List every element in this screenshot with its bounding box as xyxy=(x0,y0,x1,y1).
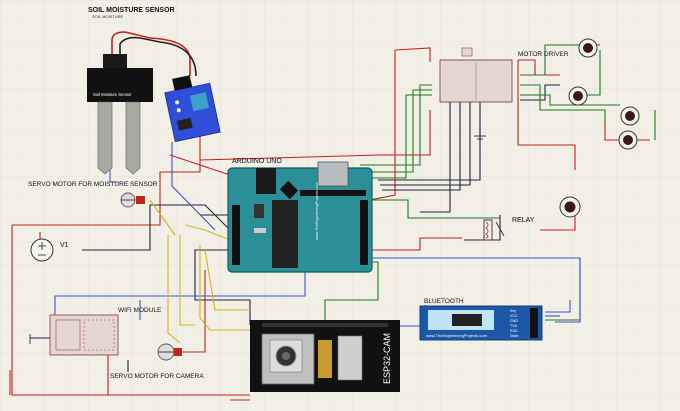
dc-motor-4 xyxy=(618,130,638,150)
wifi-module: WIFI MODULE xyxy=(49,307,162,356)
ground-symbols xyxy=(29,135,486,344)
motor-1-core xyxy=(583,43,593,53)
sensor-board-label: Soil Moisture Sensor xyxy=(93,92,132,97)
motor-driver-pin-block xyxy=(461,47,473,57)
dc-motor-5 xyxy=(559,196,581,218)
bt-pin-gnd: GND xyxy=(510,319,518,323)
v1-label: V1 xyxy=(60,242,69,249)
esp32-pin-header xyxy=(262,323,388,327)
wifi-antenna-area xyxy=(55,319,81,351)
sensor-chip xyxy=(176,117,193,131)
bt-pin-key: Key xyxy=(510,309,516,313)
arduino-regulator xyxy=(254,204,264,218)
bluetooth-module: BLUETOOTH www.TheEngineeringProjects.com… xyxy=(419,298,543,341)
dc-motor-2 xyxy=(568,86,588,106)
relay-coil xyxy=(483,219,493,241)
arduino-brand: www.TheEngineeringProjects.com xyxy=(315,182,319,240)
sensor-led-1 xyxy=(175,100,180,105)
voltage-source-v1: V1 xyxy=(30,238,69,262)
bt-pin-rxd: RXD xyxy=(510,329,518,333)
servo-moisture-label: SERVO MOTOR FOR MOISTURE SENSOR xyxy=(28,181,158,188)
esp32-cam: ESP32-CAM xyxy=(250,320,400,392)
servo-moisture-connector xyxy=(136,196,145,204)
bt-pin-txd: TXD xyxy=(510,324,518,328)
arduino-header-left xyxy=(232,205,240,265)
sensor-cable-red xyxy=(111,31,191,76)
relay: RELAY xyxy=(483,217,535,241)
dc-motor-3 xyxy=(620,106,640,126)
bluetooth-chip-inner xyxy=(452,314,482,326)
arduino-mcu xyxy=(272,200,298,268)
motor-2-core xyxy=(573,91,583,101)
dc-motor-1 xyxy=(578,38,598,58)
sensor-probe-right xyxy=(125,101,141,175)
bluetooth-pin-labels: Key VCC GND TXD RXD State xyxy=(510,309,518,338)
soil-moisture-sensor: SOIL MOISTURE SENSOR SOIL MOISTURE Soil … xyxy=(87,7,221,175)
arduino-label: ARDUINO UNO xyxy=(232,158,282,165)
motor-3-core xyxy=(625,111,635,121)
sensor-board-head xyxy=(87,68,153,102)
arduino-header-right xyxy=(360,200,368,265)
relay-coil-turns xyxy=(485,221,489,239)
soil-sensor-title: SOIL MOISTURE SENSOR xyxy=(88,7,175,14)
esp32-camera-lens-inner xyxy=(282,352,290,360)
esp32-chip xyxy=(337,335,363,381)
motor-4-core xyxy=(623,135,633,145)
arduino-usb-port xyxy=(317,161,349,187)
servo-camera-connector xyxy=(174,348,182,356)
bluetooth-label: BLUETOOTH xyxy=(424,298,464,305)
sensor-module-pcb xyxy=(164,82,221,143)
sensor-module-header xyxy=(172,75,193,91)
sensor-probe-left xyxy=(97,101,113,175)
motor-5-core xyxy=(564,201,576,213)
motor-driver-label: MOTOR DRIVER xyxy=(518,51,569,58)
servo-camera-label: SERVO MOTOR FOR CAMERA xyxy=(110,373,204,380)
sensor-potentiometer xyxy=(189,92,209,112)
relay-switch xyxy=(495,221,505,237)
dc-motors xyxy=(559,38,640,218)
arduino-uno: ARDUINO UNO www.TheEngineeringProjects.c… xyxy=(227,158,373,273)
arduino-power-jack xyxy=(256,168,276,194)
wifi-pins-row xyxy=(83,319,115,351)
bluetooth-brand: www.TheEngineeringProjects.com xyxy=(426,333,488,338)
bluetooth-header xyxy=(530,308,538,338)
relay-label: RELAY xyxy=(512,217,535,224)
arduino-board xyxy=(227,167,373,273)
arduino-small-chip xyxy=(279,180,299,200)
motor-driver: MOTOR DRIVER xyxy=(439,47,569,103)
bt-pin-state: State xyxy=(510,334,518,338)
arduino-header-top xyxy=(300,190,366,196)
soil-sensor-subtitle: SOIL MOISTURE xyxy=(92,14,124,19)
servo-moisture-sensor: SERVO MOTOR FOR MOISTURE SENSOR xyxy=(28,181,158,208)
wifi-label: WIFI MODULE xyxy=(118,307,162,314)
sensor-connector xyxy=(103,54,127,68)
bt-pin-vcc: VCC xyxy=(510,314,518,318)
arduino-crystal xyxy=(254,228,266,233)
servo-camera: SERVO MOTOR FOR CAMERA xyxy=(110,343,204,380)
esp32-label: ESP32-CAM xyxy=(382,333,392,384)
sensor-cable-black xyxy=(119,36,197,77)
sensor-led-2 xyxy=(176,108,181,113)
esp32-ribbon xyxy=(318,340,332,378)
sensor-module xyxy=(164,75,221,143)
